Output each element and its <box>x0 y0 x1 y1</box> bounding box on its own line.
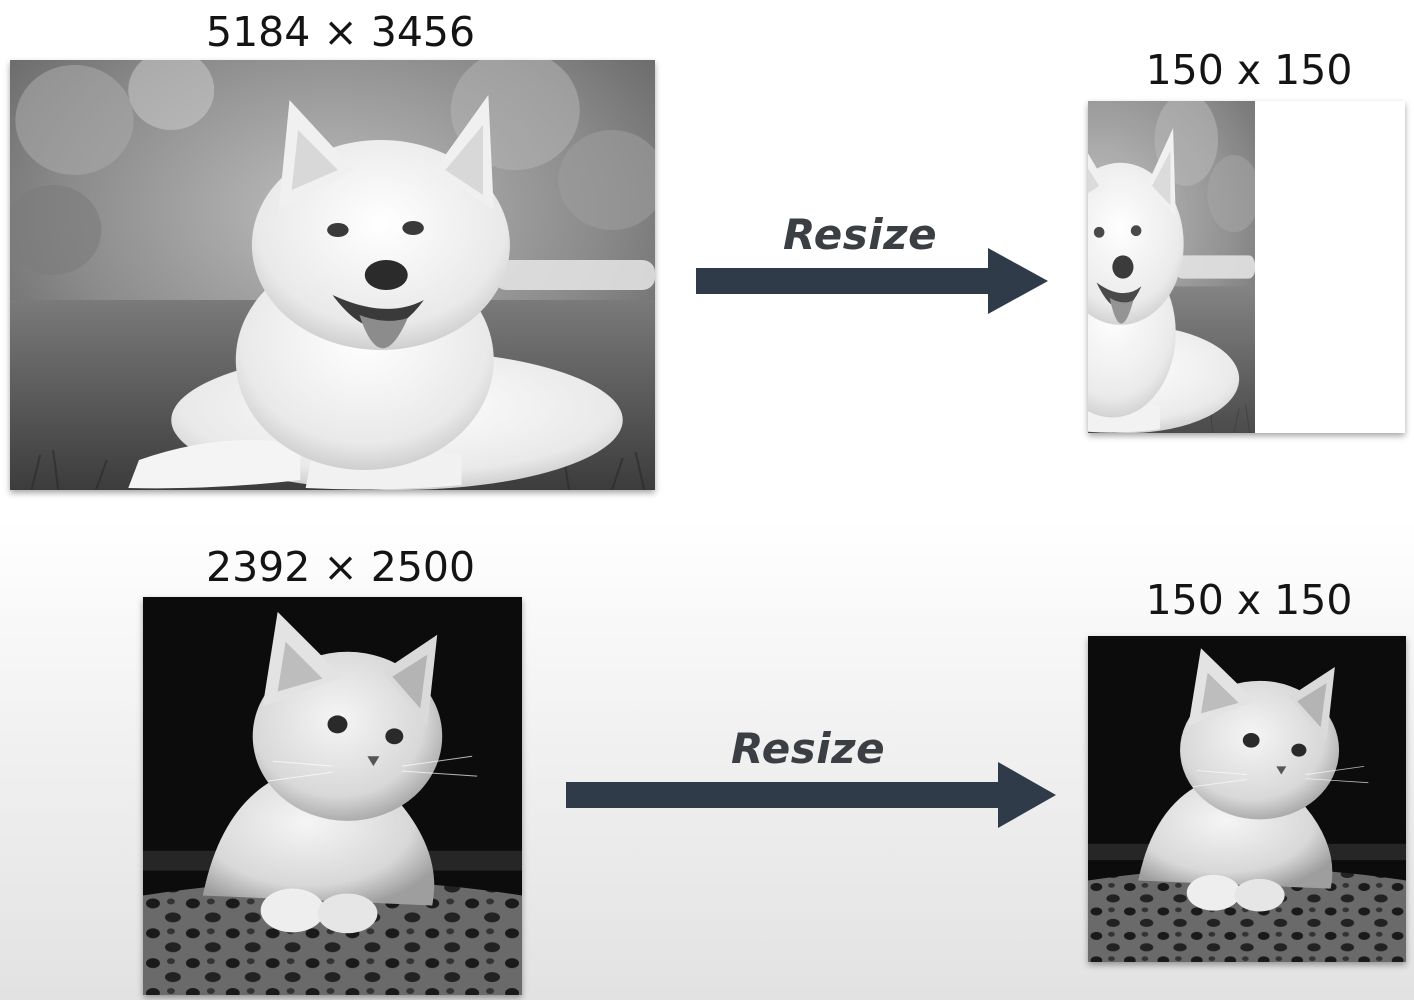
right-arrow-icon <box>566 762 1056 828</box>
kitten-resized-image <box>1088 636 1406 962</box>
resized-size-label-dog: 150 x 150 <box>1145 46 1353 94</box>
resized-size-label-kitten: 150 x 150 <box>1145 576 1353 624</box>
resize-label-kitten: Resize <box>731 724 886 773</box>
kitten-original-image <box>143 597 522 995</box>
resize-label-dog: Resize <box>783 210 938 259</box>
dog-resized-image <box>1088 101 1405 433</box>
original-size-label-kitten: 2392 × 2500 <box>206 543 476 591</box>
dog-original-image <box>10 60 655 490</box>
original-size-label-dog: 5184 × 3456 <box>206 8 476 56</box>
right-arrow-icon <box>696 248 1048 314</box>
